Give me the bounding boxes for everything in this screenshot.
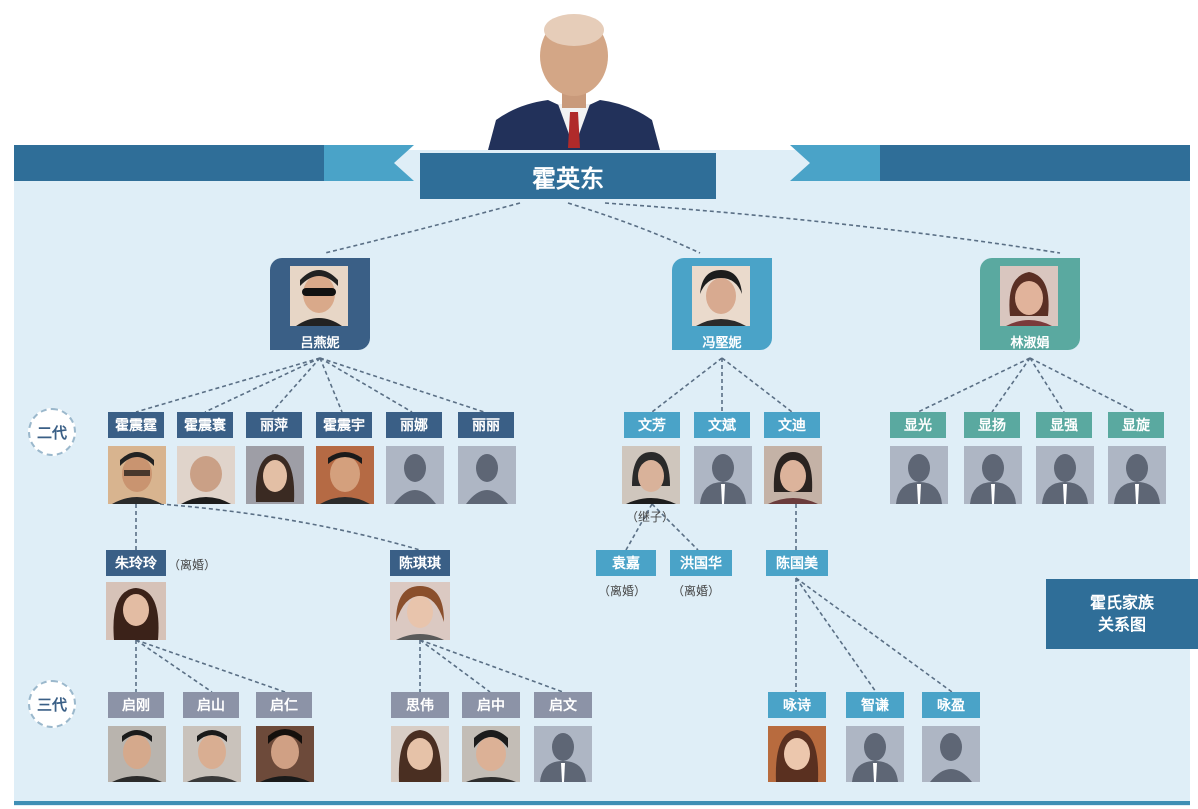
wife-photo-lin bbox=[1000, 266, 1058, 326]
grandchild-label: 思伟 bbox=[391, 692, 449, 718]
diagram-title-line1: 霍氏家族 bbox=[1089, 593, 1154, 612]
wife-name-lin: 林淑娟 bbox=[1010, 335, 1050, 351]
silhouette-placeholder bbox=[846, 726, 904, 782]
child-label: 显扬 bbox=[964, 412, 1020, 438]
silhouette-placeholder bbox=[1108, 446, 1166, 504]
person-photo bbox=[462, 726, 520, 782]
child-label: 显强 bbox=[1036, 412, 1092, 438]
spouse-label-zhu: 朱玲玲 bbox=[106, 550, 166, 576]
child-label: 文迪 bbox=[764, 412, 820, 438]
person-photo bbox=[391, 726, 449, 782]
child-label: 显光 bbox=[890, 412, 946, 438]
divorce-note: （离婚） bbox=[672, 584, 721, 598]
divorce-note: （离婚） bbox=[598, 584, 647, 598]
grandchild-label: 智谦 bbox=[846, 692, 904, 718]
stepson-note: （继子） bbox=[626, 510, 675, 524]
diagram-title-box: 霍氏家族 关系图 bbox=[1046, 579, 1198, 649]
child-label: 霍震宇 bbox=[316, 412, 372, 438]
grandchild-label: 启仁 bbox=[256, 692, 312, 718]
person-photo bbox=[768, 726, 826, 782]
silhouette-placeholder bbox=[534, 726, 592, 782]
title-ribbon bbox=[14, 145, 1190, 181]
spouse-label-chen-qiqi: 陈琪琪 bbox=[390, 550, 450, 576]
bottom-rule bbox=[14, 801, 1190, 805]
spouse-photo-chen-qiqi bbox=[390, 582, 450, 640]
person-photo bbox=[108, 726, 166, 782]
grandchild-label: 启中 bbox=[462, 692, 520, 718]
silhouette-placeholder bbox=[964, 446, 1022, 504]
grandchild-label: 启刚 bbox=[108, 692, 164, 718]
child-label: 丽丽 bbox=[458, 412, 514, 438]
silhouette-placeholder bbox=[694, 446, 752, 504]
silhouette-placeholder bbox=[386, 446, 444, 504]
person-photo bbox=[108, 446, 166, 504]
spouse-label-yuan: 袁嘉 bbox=[596, 550, 656, 576]
child-label: 霍震霆 bbox=[108, 412, 164, 438]
child-label: 文斌 bbox=[694, 412, 750, 438]
diagram-title-line2: 关系图 bbox=[1097, 615, 1146, 634]
person-photo bbox=[622, 446, 680, 504]
spouse-label-hong: 洪国华 bbox=[670, 550, 732, 576]
grandchild-label: 咏盈 bbox=[922, 692, 980, 718]
person-photo bbox=[256, 726, 314, 782]
silhouette-placeholder bbox=[1036, 446, 1094, 504]
generation-three-marker: 三代 bbox=[28, 680, 76, 728]
child-label: 文芳 bbox=[624, 412, 680, 438]
patriarch-photo bbox=[488, 14, 660, 150]
silhouette-placeholder bbox=[890, 446, 948, 504]
person-photo bbox=[183, 726, 241, 782]
divorce-note: （离婚） bbox=[168, 558, 217, 572]
silhouette-placeholder bbox=[458, 446, 516, 504]
wife-name-lu: 吕燕妮 bbox=[300, 335, 340, 351]
person-photo bbox=[177, 446, 235, 504]
grandchild-label: 启山 bbox=[183, 692, 239, 718]
grandchild-label: 启文 bbox=[534, 692, 592, 718]
child-label: 显旋 bbox=[1108, 412, 1164, 438]
spouse-label-chen-guomei: 陈国美 bbox=[766, 550, 828, 576]
generation-two-marker: 二代 bbox=[28, 408, 76, 456]
person-photo bbox=[316, 446, 374, 504]
wife-photo-feng bbox=[692, 266, 750, 326]
wife-name-feng: 冯堅妮 bbox=[702, 335, 742, 351]
person-photo bbox=[764, 446, 822, 504]
child-label: 霍震寰 bbox=[177, 412, 233, 438]
wife-photo-lu bbox=[290, 266, 348, 326]
patriarch-name: 霍英东 bbox=[420, 153, 716, 199]
person-photo bbox=[246, 446, 304, 504]
silhouette-placeholder bbox=[922, 726, 980, 782]
spouse-photo-zhu bbox=[106, 582, 166, 640]
child-label: 丽娜 bbox=[386, 412, 442, 438]
child-label: 丽萍 bbox=[246, 412, 302, 438]
grandchild-label: 咏诗 bbox=[768, 692, 826, 718]
